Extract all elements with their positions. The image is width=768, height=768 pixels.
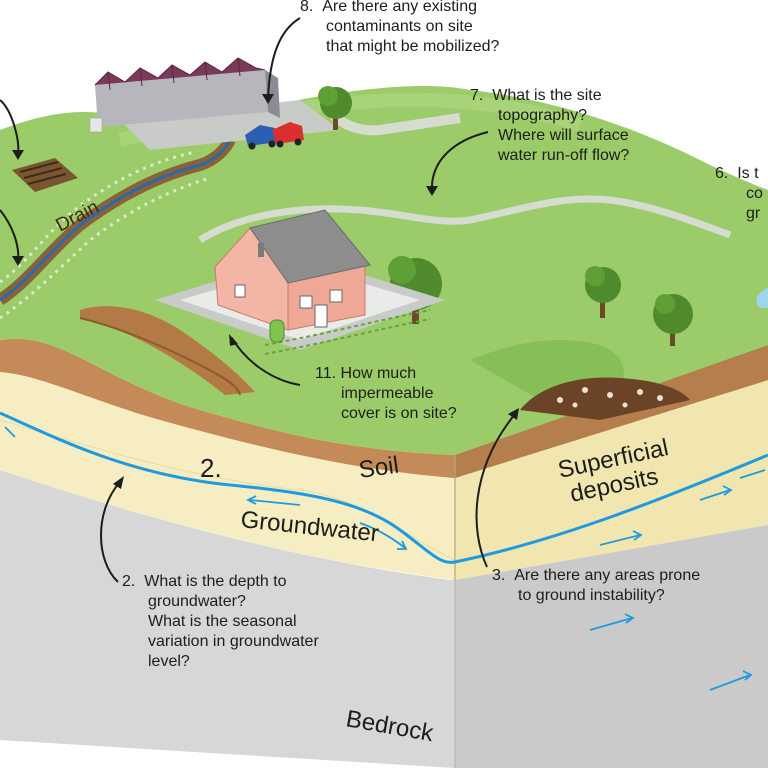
bedrock-layer — [0, 470, 768, 768]
house — [214, 209, 371, 343]
marker-2-label: 2. — [200, 453, 222, 483]
car-blue — [245, 125, 278, 150]
question-6: 6. Is t co gr — [715, 164, 768, 224]
question-7-line-2: topography? — [498, 107, 587, 124]
question-8: 8. Are there any existing contaminants o… — [300, 0, 499, 57]
tree-right-2 — [653, 294, 693, 346]
question-3-line-2: to ground instability? — [518, 587, 665, 604]
question-7-line-1: What is the site — [492, 87, 602, 104]
annotation-arrows — [0, 17, 519, 583]
question-2-line-3: What is the seasonal — [148, 613, 297, 630]
question-2: 2. What is the depth to groundwater? Wha… — [122, 572, 319, 672]
question-8-line-3: that might be mobilized? — [326, 38, 500, 55]
question-2-line-1: What is the depth to — [144, 573, 287, 590]
question-2-number: 2. — [122, 573, 136, 590]
tree-right-1 — [585, 266, 621, 318]
soil-label: Soil — [357, 452, 400, 484]
excavation-trench — [79, 306, 255, 396]
question-11-line-1: How much — [340, 365, 417, 382]
question-7-line-3: Where will surface — [498, 127, 629, 144]
question-11: 11. How much impermeable cover is on sit… — [315, 364, 457, 424]
drain-grate — [12, 158, 78, 192]
question-2-line-2: groundwater? — [148, 593, 246, 610]
question-8-number: 8. — [300, 0, 314, 15]
question-2-line-4: variation in groundwater — [148, 633, 319, 650]
car-red — [272, 122, 304, 148]
question-6-line-2: co — [746, 185, 763, 202]
question-6-line-1: Is t — [737, 165, 759, 182]
question-3-line-1: Are there any areas prone — [514, 567, 701, 584]
question-8-line-2: contaminants on site — [326, 18, 473, 35]
question-8-line-1: Are there any existing — [322, 0, 477, 15]
question-11-number: 11. — [315, 365, 337, 382]
question-7-number: 7. — [470, 87, 484, 104]
question-11-line-3: cover is on site? — [341, 405, 457, 422]
car-park — [120, 100, 340, 150]
question-6-number: 6. — [715, 165, 729, 182]
question-11-line-2: impermeable — [341, 385, 434, 402]
question-3: 3. Are there any areas prone to ground i… — [492, 566, 700, 606]
question-7-line-4: water run-off flow? — [498, 147, 630, 164]
pond — [756, 288, 768, 308]
question-2-line-5: level? — [148, 653, 190, 670]
spoil-heap — [520, 377, 690, 420]
question-6-line-3: gr — [746, 205, 761, 222]
question-7: 7. What is the site topography? Where wi… — [470, 86, 629, 166]
tree-near-factory — [318, 86, 352, 130]
question-3-number: 3. — [492, 567, 506, 584]
drain-channel — [0, 137, 236, 320]
groundwater-table — [0, 411, 768, 691]
